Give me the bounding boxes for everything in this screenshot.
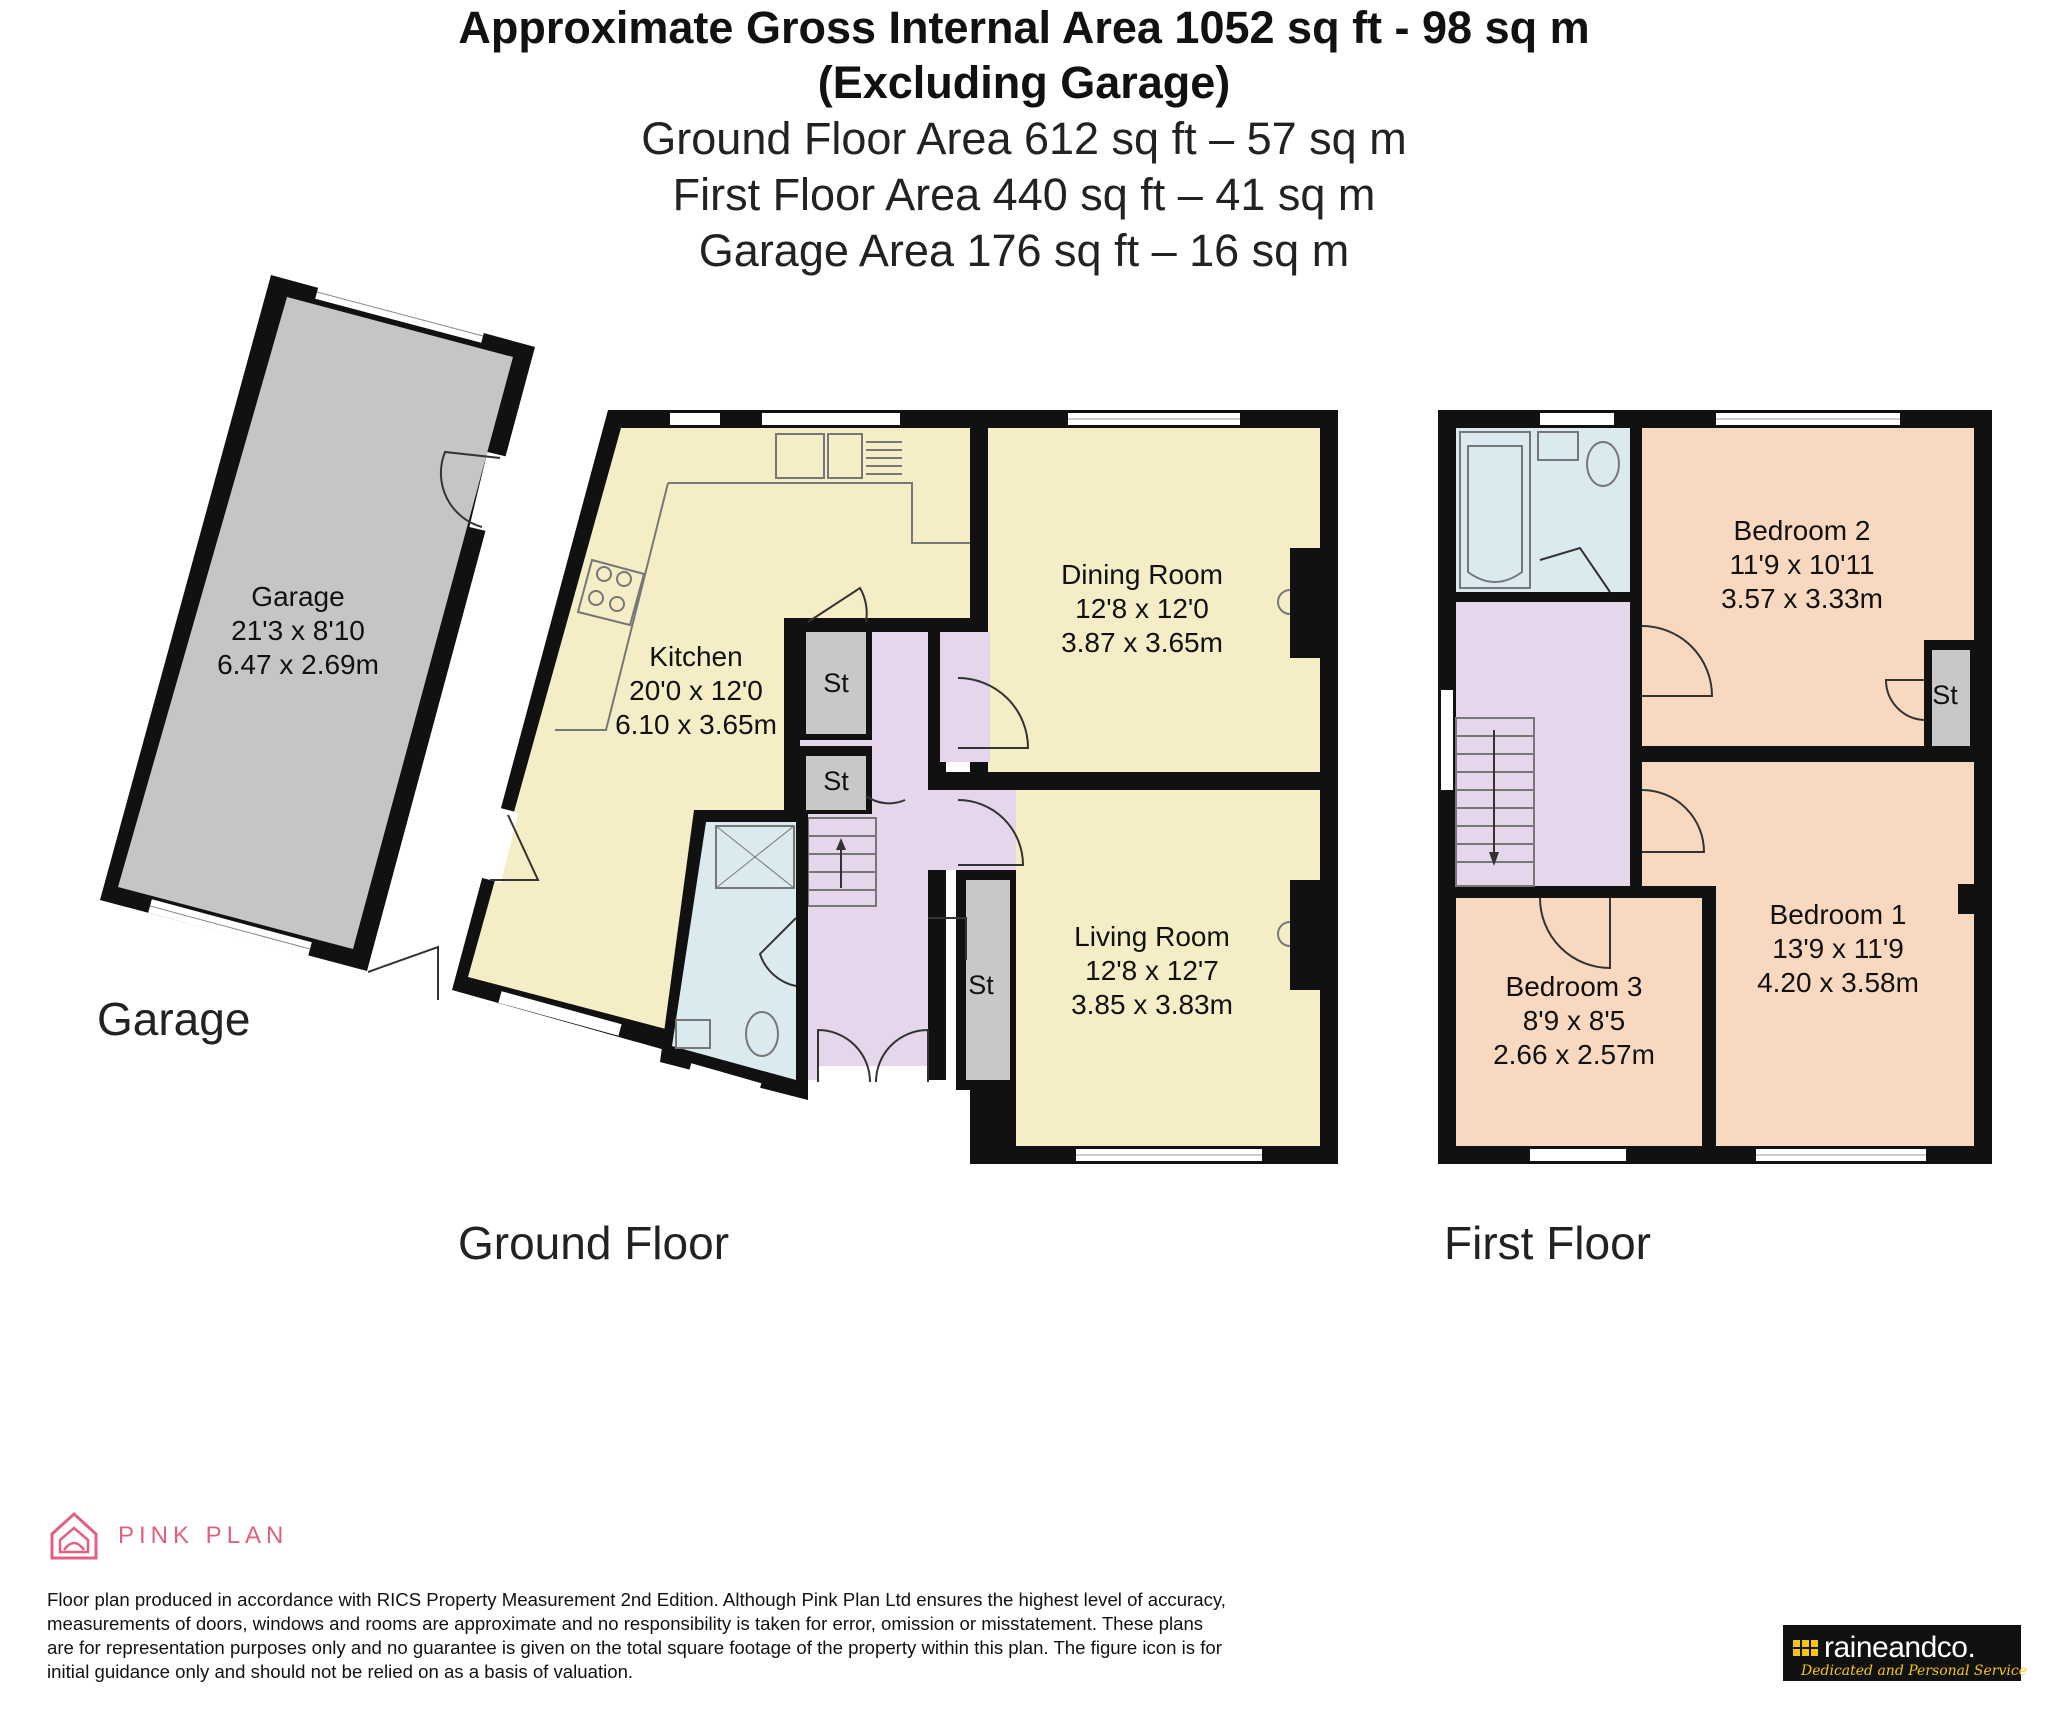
garage-area: Garage Area 176 sq ft – 16 sq m: [698, 225, 1350, 276]
raineandco-logo: raineandco. Dedicated and Personal Servi…: [1783, 1625, 2027, 1681]
ground-floor-area: Ground Floor Area 612 sq ft – 57 sq m: [641, 113, 1407, 164]
garage-block: [100, 275, 535, 1000]
bedroom-2-label: Bedroom 2 11'9 x 10'11 3.57 x 3.33m: [1721, 515, 1883, 614]
bedroom-3-name: Bedroom 3: [1506, 971, 1643, 1002]
raineandco-squares-icon: [1793, 1640, 1818, 1656]
dining-room-metric: 3.87 x 3.65m: [1061, 627, 1223, 658]
garage-room-imperial: 21'3 x 8'10: [231, 615, 365, 646]
store-label-hall: St: [823, 766, 849, 796]
living-room-metric: 3.85 x 3.83m: [1071, 989, 1233, 1020]
bedroom-2-metric: 3.57 x 3.33m: [1721, 583, 1883, 614]
garage-floor-label: Garage: [97, 993, 251, 1045]
living-room-imperial: 12'8 x 12'7: [1085, 955, 1219, 986]
pink-plan-logo-icon: [50, 1511, 98, 1560]
area-title: Approximate Gross Internal Area 1052 sq …: [458, 2, 1590, 53]
living-room-name: Living Room: [1074, 921, 1230, 952]
kitchen-imperial: 20'0 x 12'0: [629, 675, 763, 706]
first-floor-block: [1438, 410, 1992, 1164]
bedroom-3-label: Bedroom 3 8'9 x 8'5 2.66 x 2.57m: [1493, 971, 1655, 1070]
ground-floor-label: Ground Floor: [458, 1217, 730, 1269]
kitchen-name: Kitchen: [649, 641, 742, 672]
first-floor-label: First Floor: [1444, 1217, 1651, 1269]
pink-plan-brand: PINK PLAN: [48, 1510, 288, 1562]
area-subtitle: (Excluding Garage): [817, 57, 1231, 108]
bedroom-1-imperial: 13'9 x 11'9: [1772, 933, 1904, 964]
disclaimer-text: Floor plan produced in accordance with R…: [47, 1589, 1226, 1682]
garage-room-metric: 6.47 x 2.69m: [217, 649, 379, 680]
bedroom-1-metric: 4.20 x 3.58m: [1757, 967, 1919, 998]
bedroom-3-metric: 2.66 x 2.57m: [1493, 1039, 1655, 1070]
bedroom-3-imperial: 8'9 x 8'5: [1523, 1005, 1626, 1036]
bedroom-1-name: Bedroom 1: [1770, 899, 1907, 930]
garage-room-name: Garage: [251, 581, 344, 612]
kitchen-metric: 6.10 x 3.65m: [615, 709, 777, 740]
raineandco-name: raineandco.: [1824, 1631, 1976, 1664]
raineandco-tagline: Dedicated and Personal Service: [1801, 1663, 2027, 1679]
bedroom-2-imperial: 11'9 x 10'11: [1729, 549, 1874, 580]
ground-floor-block: [452, 410, 1338, 1164]
dining-room-label: Dining Room 12'8 x 12'0 3.87 x 3.65m: [1061, 559, 1223, 658]
store-label-bedroom-2: St: [1932, 680, 1958, 710]
dining-room-imperial: 12'8 x 12'0: [1075, 593, 1209, 624]
pink-plan-text: PINK PLAN: [118, 1522, 289, 1549]
store-label-entrance: St: [968, 970, 994, 1000]
living-room-label: Living Room 12'8 x 12'7 3.85 x 3.83m: [1071, 921, 1233, 1020]
kitchen-label: Kitchen 20'0 x 12'0 6.10 x 3.65m: [615, 641, 777, 740]
dining-room-name: Dining Room: [1061, 559, 1223, 590]
garage-room-label: Garage 21'3 x 8'10 6.47 x 2.69m: [217, 581, 379, 680]
store-label-kitchen: St: [823, 668, 849, 698]
first-floor-area: First Floor Area 440 sq ft – 41 sq m: [672, 169, 1376, 220]
bedroom-1-label: Bedroom 1 13'9 x 11'9 4.20 x 3.58m: [1757, 899, 1919, 998]
bedroom-2-name: Bedroom 2: [1734, 515, 1871, 546]
